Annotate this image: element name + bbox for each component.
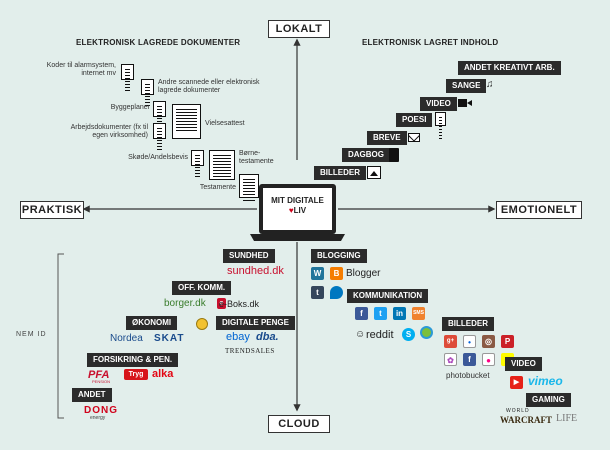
axis-label-lokalt: LOKALT [268, 20, 330, 38]
title-content: ELEKTRONISK LAGRET INDHOLD [362, 38, 499, 47]
category-off-komm: OFF. KOMM. [172, 281, 232, 295]
msn-icon [420, 326, 433, 339]
logo-ebay: ebay [226, 331, 250, 343]
doc-text-child-will: Børne-testamente [239, 150, 274, 165]
logo-pfa-sub: PENSION [92, 379, 111, 384]
category-andet: ANDET [72, 388, 112, 402]
skype-icon: S [402, 328, 415, 341]
category-video: VIDEO [505, 357, 542, 371]
nemid-bracket [57, 253, 64, 419]
picasa-icon: ✿ [444, 353, 457, 366]
blogger-icon: B [330, 267, 343, 280]
doc-text-marriage: Vielsesattest [205, 120, 245, 127]
doc-text-alarm-codes: Koder til alarmsystem, internet mv [46, 62, 116, 77]
music-note-icon: ♫ [486, 79, 494, 90]
document-icon-work [153, 123, 166, 139]
category-sundhed: SUNDHED [223, 249, 275, 263]
envelope-icon [408, 130, 420, 142]
content-poetry: POESI [396, 113, 433, 127]
reddit-alien-icon: ☺ [355, 329, 366, 340]
axis-label-cloud: CLOUD [268, 415, 330, 433]
content-songs: SANGE [446, 79, 487, 93]
logo-dong: DONG [84, 405, 118, 416]
logo-tryg: Tryg [124, 369, 148, 380]
center-line1: MIT DIGITALE [271, 196, 324, 205]
doc-text-scanned: Andre scannede eller elektronisk lagrede… [158, 79, 260, 94]
category-digitale-penge: DIGITALE PENGE [216, 316, 295, 330]
flickr-dots-icon: ● [482, 353, 495, 366]
logo-trendsales: TRENDSALES [225, 347, 275, 355]
category-blogging: BLOGGING [311, 249, 367, 263]
logo-skat: SKAT [154, 333, 185, 344]
diary-icon [389, 148, 399, 162]
logo-wow-top: WORLD [506, 408, 530, 414]
dankort-coin-icon [196, 318, 208, 330]
content-video: VIDEO [420, 97, 457, 111]
center-label: MIT DIGITALE ♥LIV [264, 196, 331, 216]
category-gaming: GAMING [526, 393, 571, 407]
facebook-photos-icon: f [463, 353, 476, 366]
logo-eboks: e-Boks.dk [219, 299, 260, 309]
tumblr-icon: t [311, 286, 324, 299]
document-icon-child-will [209, 150, 235, 180]
heart-icon: ♥ [288, 206, 294, 215]
eboks-icon: e [217, 298, 226, 309]
drupal-icon [330, 286, 343, 299]
doc-text-work: Arbejdsdokumenter (fx til egen virksomhe… [70, 124, 148, 139]
youtube-icon: ▶ [510, 376, 523, 389]
content-diary: DAGBOG [342, 148, 390, 162]
center-line2: LIV [293, 206, 307, 215]
title-documents: ELEKTRONISK LAGREDE DOKUMENTER [76, 38, 241, 47]
picture-icon [367, 166, 381, 179]
linkedin-icon: in [393, 307, 406, 320]
document-icon-will [239, 174, 259, 198]
document-icon-alarm [121, 64, 134, 80]
google-plus-icon: g+ [444, 335, 457, 348]
axis-label-praktisk: PRAKTISK [20, 201, 84, 219]
document-icon-deed [191, 150, 204, 166]
logo-alka: alka [152, 368, 174, 380]
category-okonomi: ØKONOMI [126, 316, 178, 330]
facebook-icon: f [355, 307, 368, 320]
logo-nordea: Nordea [110, 333, 143, 344]
document-icon-scanned [141, 79, 154, 95]
category-forsikring: FORSIKRING & PEN. [87, 353, 179, 367]
sms-icon: SMS [412, 307, 425, 320]
document-icon-building [153, 101, 166, 117]
logo-pfa: PFA [88, 369, 110, 381]
logo-reddit: reddit [366, 329, 394, 341]
logo-sundhed: sundhed.dk [227, 265, 284, 277]
logo-vimeo: vimeo [528, 374, 563, 388]
logo-dba: dba. [256, 331, 279, 343]
category-kommunikation: KOMMUNIKATION [347, 289, 429, 303]
logo-photobucket: photobucket [446, 371, 490, 380]
laptop-base [250, 234, 345, 241]
document-icon-marriage [172, 104, 201, 139]
flickr-icon: • [463, 335, 476, 348]
doc-text-will: Testamente [199, 184, 236, 191]
axis-label-emotionelt: EMOTIONELT [496, 201, 582, 219]
content-letters: BREVE [367, 131, 407, 145]
video-camera-icon [458, 99, 472, 107]
logo-borger: borger.dk [164, 298, 206, 309]
logo-second-life: LIFE [556, 413, 578, 424]
pinterest-icon: P [501, 335, 514, 348]
wordpress-icon: W [311, 267, 324, 280]
doc-text-building-plans: Byggeplaner [110, 104, 150, 111]
logo-warcraft: WARCRAFT [500, 415, 553, 425]
twitter-icon: t [374, 307, 387, 320]
logo-blogger: Blogger [346, 268, 381, 279]
nemid-label: NEM ID [16, 331, 47, 338]
content-other-creative: ANDET KREATIVT ARB. [458, 61, 561, 75]
logo-dong-sub: energy [90, 415, 106, 421]
content-pictures: BILLEDER [314, 166, 366, 180]
category-billeder: BILLEDER [442, 317, 494, 331]
instagram-icon: ◎ [482, 335, 495, 348]
poetry-document-icon [435, 112, 446, 126]
doc-text-deed: Skøde/Andelsbevis [128, 154, 188, 161]
